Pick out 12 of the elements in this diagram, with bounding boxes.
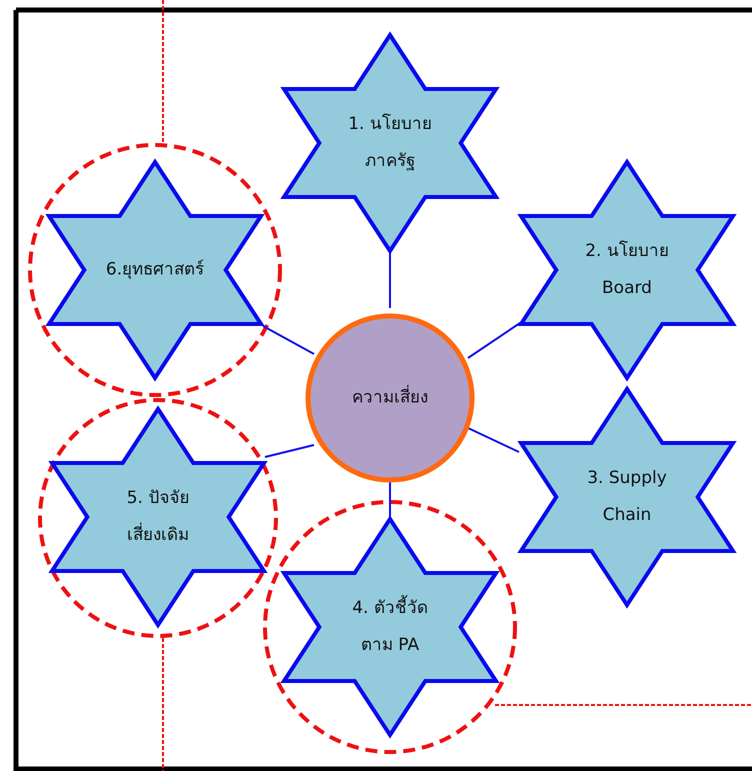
node-label: 4. ตัวชี้วัด ตาม PA bbox=[342, 590, 438, 664]
node-label: 3. Supply Chain bbox=[586, 467, 668, 527]
connector-line bbox=[264, 444, 314, 458]
node-label: 6.ยุทธศาสตร์ bbox=[104, 258, 206, 282]
node-label: ความเสี่ยง bbox=[345, 380, 435, 416]
connector-line bbox=[389, 252, 391, 308]
node-label: 2. นโยบาย Board bbox=[584, 240, 670, 300]
connector-line bbox=[467, 322, 521, 359]
connector-line bbox=[468, 427, 520, 453]
node-label: 5. ปัจจัย เสี่ยงเดิม bbox=[126, 487, 190, 547]
connector-line bbox=[262, 325, 314, 355]
node-label: 1. นโยบาย ภาครัฐ bbox=[347, 112, 433, 173]
